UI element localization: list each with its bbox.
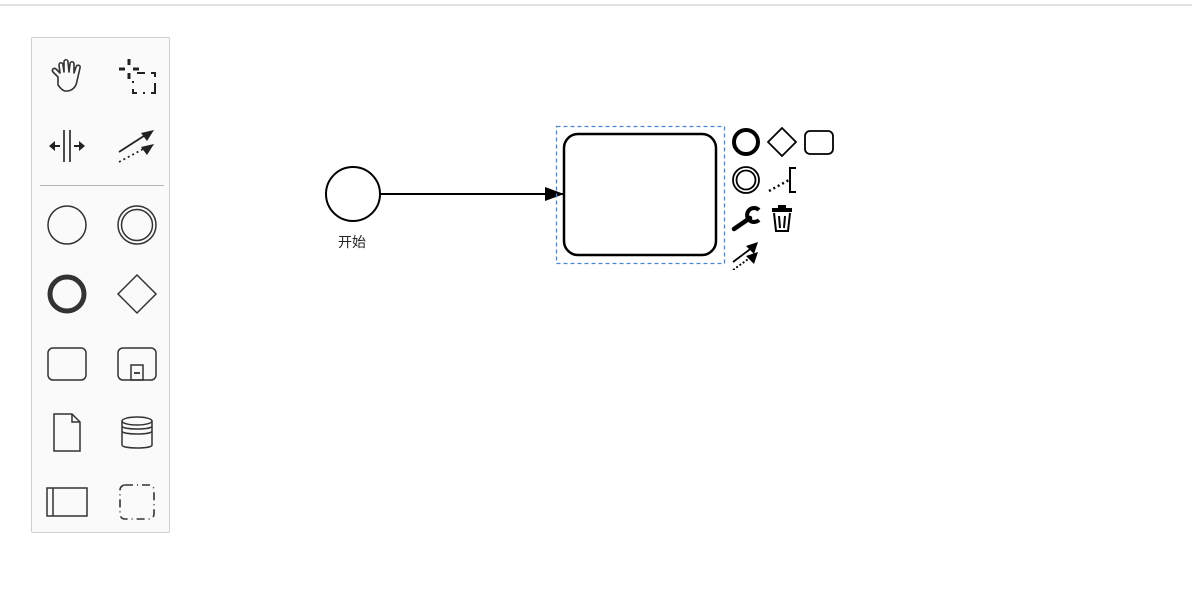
wrench-icon bbox=[731, 206, 761, 232]
delete-button[interactable] bbox=[767, 203, 797, 233]
data-object-icon bbox=[53, 413, 81, 452]
palette-separator bbox=[40, 185, 164, 186]
create-gateway-button[interactable] bbox=[114, 271, 160, 317]
end-event-icon bbox=[732, 128, 760, 156]
text-annotation-icon bbox=[768, 167, 796, 193]
data-store-icon bbox=[121, 416, 153, 449]
subprocess-icon bbox=[117, 347, 157, 381]
replace-button[interactable] bbox=[731, 203, 761, 233]
create-pool-button[interactable] bbox=[44, 479, 90, 525]
space-tool-icon bbox=[49, 130, 85, 162]
create-group-button[interactable] bbox=[114, 479, 160, 525]
start-event-label: 开始 bbox=[338, 234, 366, 250]
hand-icon bbox=[51, 58, 81, 92]
append-gateway-button[interactable] bbox=[767, 127, 797, 157]
create-start-event-button[interactable] bbox=[44, 202, 90, 248]
task[interactable] bbox=[562, 132, 718, 257]
hand-tool-button[interactable] bbox=[44, 54, 90, 100]
group-icon bbox=[119, 484, 155, 520]
gateway-icon bbox=[767, 127, 797, 157]
intermediate-event-icon bbox=[117, 205, 157, 245]
lasso-icon bbox=[119, 59, 156, 94]
trash-icon bbox=[772, 205, 792, 232]
palette bbox=[31, 37, 170, 533]
create-intermediate-event-button[interactable] bbox=[114, 202, 160, 248]
selection-outline bbox=[555, 125, 726, 265]
space-tool-button[interactable] bbox=[44, 123, 90, 169]
global-connect-tool-button[interactable] bbox=[114, 123, 160, 169]
append-end-event-button[interactable] bbox=[731, 127, 761, 157]
connect-icon bbox=[118, 130, 154, 163]
top-border bbox=[0, 4, 1192, 6]
intermediate-event-icon bbox=[732, 166, 760, 194]
append-intermediate-event-button[interactable] bbox=[731, 165, 761, 195]
create-data-object-button[interactable] bbox=[44, 410, 90, 456]
create-task-button[interactable] bbox=[44, 341, 90, 387]
task-icon bbox=[804, 130, 834, 155]
append-task-button[interactable] bbox=[804, 127, 834, 157]
start-event[interactable] bbox=[325, 166, 381, 222]
lasso-tool-button[interactable] bbox=[114, 54, 160, 100]
end-event-icon bbox=[47, 274, 87, 314]
create-end-event-button[interactable] bbox=[44, 271, 90, 317]
connect-icon bbox=[732, 242, 758, 270]
task-icon bbox=[47, 347, 87, 381]
connect-button[interactable] bbox=[731, 240, 761, 270]
append-text-annotation-button[interactable] bbox=[767, 165, 797, 195]
pool-icon bbox=[46, 487, 88, 517]
create-subprocess-button[interactable] bbox=[114, 341, 160, 387]
gateway-icon bbox=[116, 273, 158, 315]
start-event-icon bbox=[47, 205, 87, 245]
create-data-store-button[interactable] bbox=[114, 410, 160, 456]
